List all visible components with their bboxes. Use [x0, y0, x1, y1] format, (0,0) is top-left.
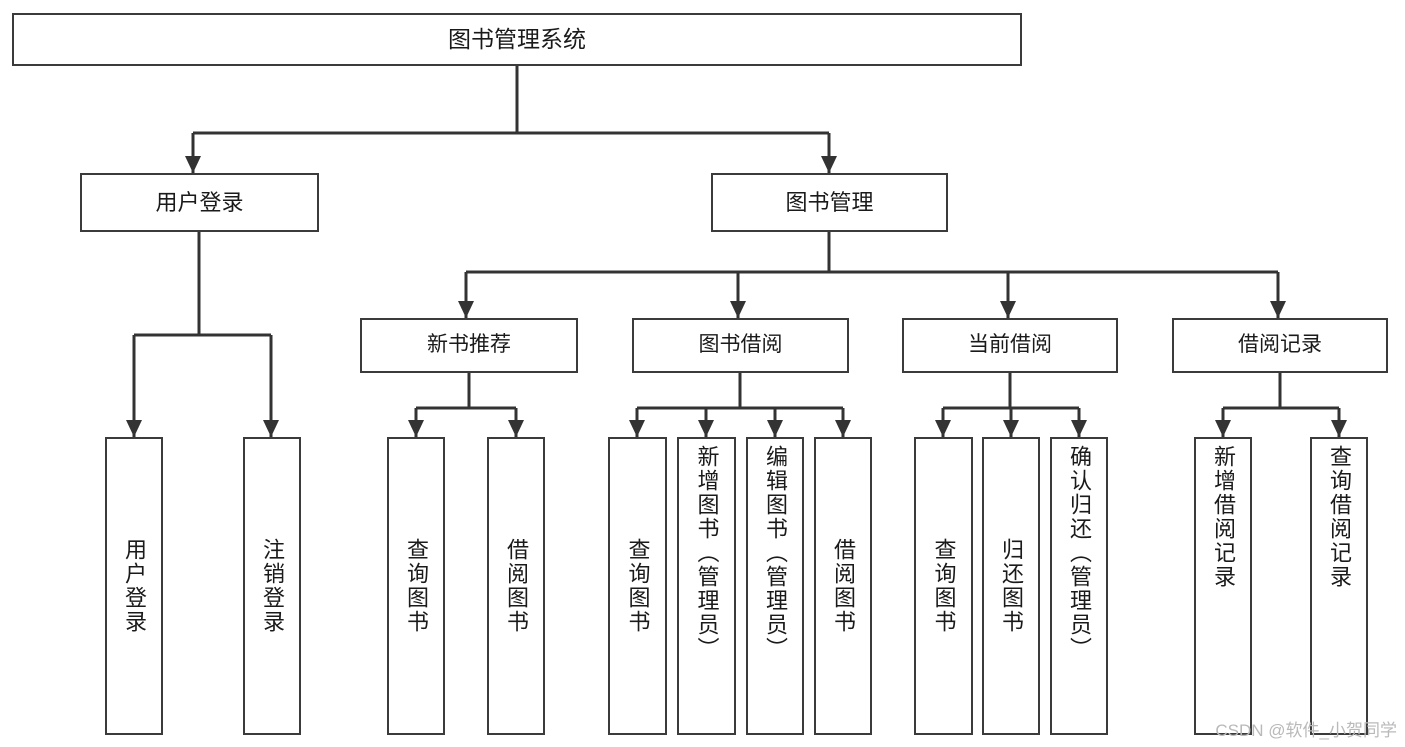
- level2-node-4-label: 借阅记录: [1238, 333, 1322, 357]
- level1-node-2-label: 图书管理: [785, 189, 874, 215]
- leaf-node-9-label: 查询图书: [931, 538, 957, 634]
- leaf-node-7-label: 编辑图书（管理员）: [763, 445, 788, 661]
- leaf-node-7[interactable]: 编辑图书（管理员）: [746, 437, 804, 735]
- level2-node-3[interactable]: 当前借阅: [902, 318, 1118, 373]
- leaf-node-13-label: 查询借阅记录: [1327, 445, 1352, 589]
- level2-node-3-label: 当前借阅: [968, 333, 1052, 357]
- level2-node-4[interactable]: 借阅记录: [1172, 318, 1388, 373]
- root-node-title-label: 图书管理系统: [448, 26, 586, 53]
- leaf-node-3[interactable]: 查询图书: [387, 437, 445, 735]
- leaf-node-1[interactable]: 用户登录: [105, 437, 163, 735]
- leaf-node-5-label: 查询图书: [625, 538, 651, 634]
- leaf-node-9[interactable]: 查询图书: [914, 437, 973, 735]
- leaf-node-2[interactable]: 注销登录: [243, 437, 301, 735]
- level2-node-2[interactable]: 图书借阅: [632, 318, 849, 373]
- leaf-node-8-label: 借阅图书: [831, 538, 856, 634]
- level1-node-1-label: 用户登录: [155, 189, 244, 215]
- root-node-title[interactable]: 图书管理系统: [12, 13, 1022, 66]
- leaf-node-8[interactable]: 借阅图书: [814, 437, 872, 735]
- leaf-node-6-label: 新增图书（管理员）: [694, 445, 720, 661]
- level2-node-1[interactable]: 新书推荐: [360, 318, 578, 373]
- leaf-node-2-label: 注销登录: [260, 538, 285, 634]
- leaf-node-10-label: 归还图书: [999, 538, 1024, 634]
- leaf-node-1-label: 用户登录: [122, 538, 147, 634]
- watermark-text: CSDN @软件_小贺同学: [1215, 721, 1397, 740]
- leaf-node-6[interactable]: 新增图书（管理员）: [677, 437, 736, 735]
- leaf-node-12-label: 新增借阅记录: [1211, 445, 1236, 589]
- level1-node-1[interactable]: 用户登录: [80, 173, 319, 232]
- leaf-node-3-label: 查询图书: [404, 538, 429, 634]
- leaf-node-5[interactable]: 查询图书: [608, 437, 667, 735]
- leaf-node-10[interactable]: 归还图书: [982, 437, 1040, 735]
- level2-node-1-label: 新书推荐: [427, 333, 511, 357]
- leaf-node-11[interactable]: 确认归还（管理员）: [1050, 437, 1108, 735]
- leaf-node-11-label: 确认归还（管理员）: [1067, 445, 1092, 661]
- leaf-node-12[interactable]: 新增借阅记录: [1194, 437, 1252, 735]
- leaf-node-13[interactable]: 查询借阅记录: [1310, 437, 1368, 735]
- level2-node-2-label: 图书借阅: [698, 333, 783, 357]
- leaf-node-4[interactable]: 借阅图书: [487, 437, 545, 735]
- level1-node-2[interactable]: 图书管理: [711, 173, 948, 232]
- leaf-node-4-label: 借阅图书: [504, 538, 529, 634]
